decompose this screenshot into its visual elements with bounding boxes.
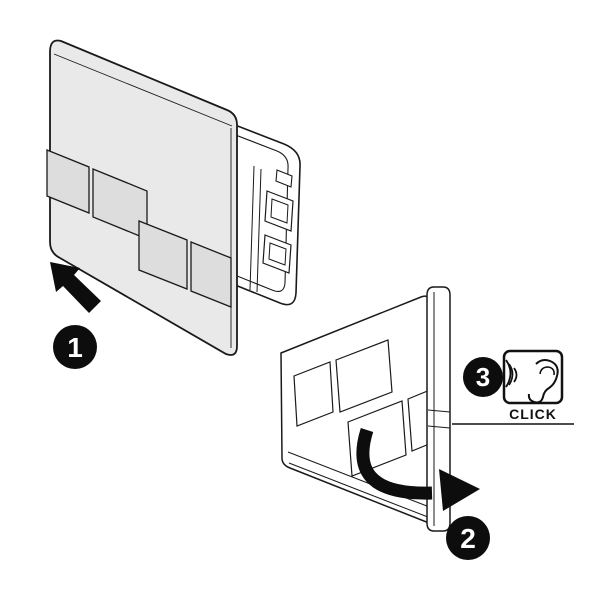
step3-badge-number: 3: [476, 362, 490, 392]
sound-wave-small: [513, 367, 518, 383]
mounted-plate-rim-line: [288, 462, 434, 520]
frame-edge-clip-mark: [427, 409, 451, 413]
mounted-plate-button-1: [293, 361, 334, 427]
plate-button-3: [138, 220, 188, 290]
curved-arrow-shaft: [356, 428, 433, 500]
curved-rotate-arrow-icon: [356, 428, 480, 511]
frame-clip-lower-inner: [268, 242, 287, 266]
step3-badge: 3: [463, 357, 503, 397]
click-label: CLICK: [509, 406, 557, 422]
plate-button-4: [190, 241, 232, 308]
frame-clip-small: [275, 169, 293, 188]
sound-wave-large: [505, 359, 512, 388]
step1-badge-number: 1: [67, 332, 83, 363]
step2-badge: 2: [446, 516, 490, 560]
click-indicator: CLICK: [452, 349, 574, 425]
curved-arrow-head: [439, 469, 480, 511]
frame-edge-clip-mark: [427, 425, 451, 429]
frame-clip-upper-inner: [270, 198, 289, 224]
frame-channel-line: [249, 165, 255, 291]
step1-badge-circle: [53, 325, 97, 369]
plate-button-1: [46, 149, 90, 214]
step1-badge: 1: [53, 325, 97, 369]
ear-sound-waves-icon: [505, 359, 559, 404]
ear-outline: [527, 359, 559, 404]
mounted-plate-button-2: [335, 339, 393, 413]
step2-badge-number: 2: [460, 523, 476, 554]
plate-bevel-top: [53, 53, 233, 127]
ear-inner-curve: [539, 366, 555, 376]
step2-badge-circle: [446, 516, 490, 560]
arrow-up-left-icon: [50, 262, 101, 313]
frame-edge-strip: [426, 286, 451, 532]
flush-plate: [46, 39, 238, 356]
step3-badge-circle: [463, 357, 503, 397]
frame-channel-line: [256, 168, 262, 293]
